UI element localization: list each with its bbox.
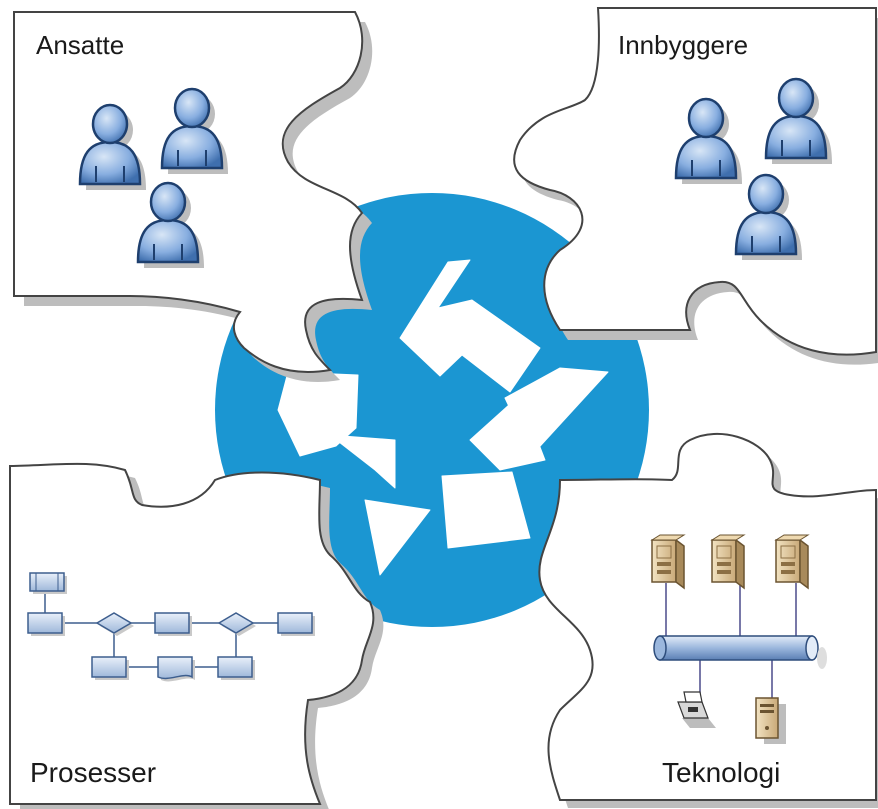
puzzle-piece-teknologi: [538, 432, 877, 801]
label-ansatte: Ansatte: [36, 30, 124, 60]
server-network-icon: [651, 534, 827, 744]
label-teknologi: Teknologi: [662, 757, 780, 788]
printer-icon: [677, 691, 716, 728]
server-icon: [775, 534, 809, 589]
puzzle-piece-ansatte: [13, 11, 364, 373]
server-icon: [711, 534, 745, 589]
server-icon: [651, 534, 685, 589]
label-prosesser: Prosesser: [30, 757, 156, 788]
label-innbyggere: Innbyggere: [618, 30, 748, 60]
recycle-arrows-icon: [277, 259, 609, 576]
process-flowchart-icon: [27, 572, 316, 682]
network-pipe-icon: [653, 635, 827, 669]
workstation-icon: [755, 697, 786, 744]
